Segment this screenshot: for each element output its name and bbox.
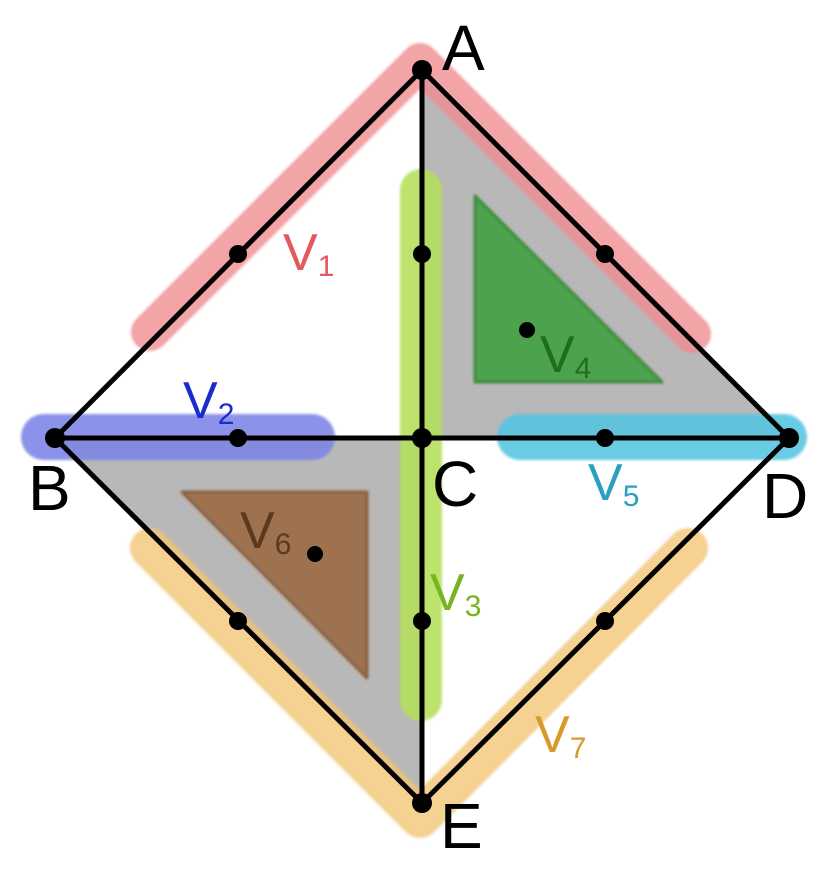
- midpoint-cd: [596, 429, 614, 447]
- midpoint-ac: [413, 245, 431, 263]
- midpoint-ad: [596, 245, 614, 263]
- v6-triangle: [180, 490, 369, 680]
- vertex-label-c: C: [432, 448, 478, 520]
- v3-label: V3: [430, 564, 481, 623]
- vertex-label-d: D: [762, 460, 808, 532]
- midpoint-bc: [229, 429, 247, 447]
- midpoint-ce: [413, 612, 431, 630]
- vertex-e-dot: [412, 793, 432, 813]
- vertex-c-dot: [412, 428, 432, 448]
- v7-band: [130, 528, 708, 838]
- v5-label: V5: [588, 454, 639, 513]
- v4-label: V4: [540, 326, 591, 385]
- midpoint-de: [596, 612, 614, 630]
- vertex-label-b: B: [28, 452, 71, 524]
- vertex-d-dot: [779, 428, 799, 448]
- v1-label: V1: [283, 224, 334, 283]
- v2-label: V2: [183, 372, 234, 431]
- vertex-a-dot: [412, 60, 432, 80]
- vertex-label-e: E: [440, 790, 483, 862]
- v4-point: [519, 322, 535, 338]
- midpoint-be: [229, 612, 247, 630]
- v6-label: V6: [240, 502, 291, 561]
- v7-label: V7: [535, 706, 586, 765]
- v6-point: [307, 546, 323, 562]
- vertex-b-dot: [45, 428, 65, 448]
- midpoint-ab: [229, 245, 247, 263]
- vertex-label-a: A: [442, 12, 485, 84]
